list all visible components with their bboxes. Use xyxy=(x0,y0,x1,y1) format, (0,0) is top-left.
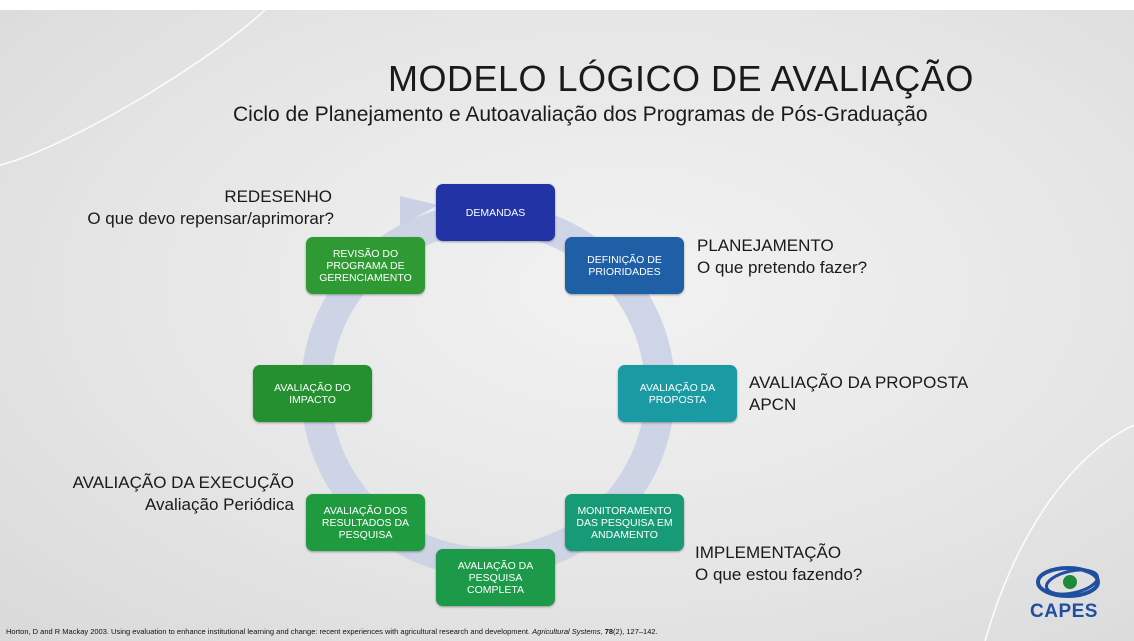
label-planejamento-question: O que pretendo fazer? xyxy=(697,258,868,277)
label-redesenho-question: O que devo repensar/aprimorar? xyxy=(87,209,334,228)
label-implementacao-question: O que estou fazendo? xyxy=(695,565,863,584)
label-proposta-title: AVALIAÇÃO DA PROPOSTA xyxy=(749,373,969,392)
page-subtitle: Ciclo de Planejamento e Autoavaliação do… xyxy=(233,103,928,126)
label-redesenho: REDESENHO O que devo repensar/aprimorar? xyxy=(12,186,334,230)
node-avaliacao-pesquisa-completa: AVALIAÇÃO DA PESQUISA COMPLETA xyxy=(436,549,555,606)
page-title: MODELO LÓGICO DE AVALIAÇÃO xyxy=(388,58,974,99)
citation-text: Horton, D and R Mackay 2003. Using evalu… xyxy=(6,627,531,636)
capes-logo-text: CAPES xyxy=(1030,601,1098,622)
label-proposta-sub: APCN xyxy=(749,395,797,414)
node-definicao-prioridades: DEFINIÇÃO DE PRIORIDADES xyxy=(565,237,684,294)
label-implementacao: IMPLEMENTAÇÃO O que estou fazendo? xyxy=(695,542,862,586)
node-demandas: DEMANDAS xyxy=(436,184,555,241)
label-implementacao-title: IMPLEMENTAÇÃO xyxy=(695,543,842,562)
label-proposta: AVALIAÇÃO DA PROPOSTA APCN xyxy=(749,372,968,416)
citation-journal: Agricultural Systems xyxy=(532,627,601,636)
node-avaliacao-proposta: AVALIAÇÃO DA PROPOSTA xyxy=(618,365,737,422)
citation-volume: 78 xyxy=(604,627,614,636)
label-execucao-sub: Avaliação Periódica xyxy=(145,495,294,514)
label-execucao-title: AVALIAÇÃO DA EXECUÇÃO xyxy=(72,473,294,492)
label-redesenho-title: REDESENHO xyxy=(224,187,332,206)
label-planejamento: PLANEJAMENTO O que pretendo fazer? xyxy=(697,235,867,279)
node-avaliacao-resultados: AVALIAÇÃO DOS RESULTADOS DA PESQUISA xyxy=(306,494,425,551)
node-monitoramento: MONITORAMENTO DAS PESQUISA EM ANDAMENTO xyxy=(565,494,684,551)
citation: Horton, D and R Mackay 2003. Using evalu… xyxy=(6,627,658,636)
capes-logo-icon xyxy=(1036,566,1100,598)
node-avaliacao-impacto: AVALIAÇÃO DO IMPACTO xyxy=(253,365,372,422)
top-bar xyxy=(0,0,1134,10)
citation-pages: (2), 127–142. xyxy=(613,627,658,636)
label-planejamento-title: PLANEJAMENTO xyxy=(697,236,834,255)
label-execucao: AVALIAÇÃO DA EXECUÇÃO Avaliação Periódic… xyxy=(20,472,294,516)
node-revisao-programa: REVISÃO DO PROGRAMA DE GERENCIAMENTO xyxy=(306,237,425,294)
